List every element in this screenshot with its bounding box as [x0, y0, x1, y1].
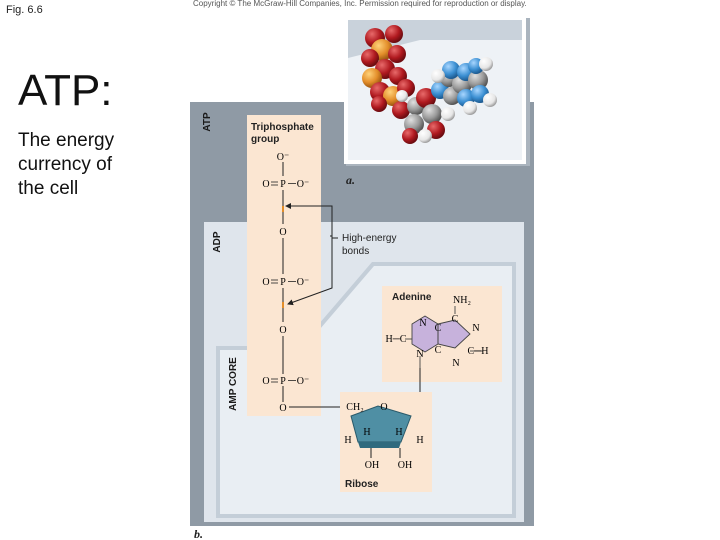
triphosphate-subtitle: group — [251, 134, 279, 145]
ribose-ring-edge — [358, 442, 401, 448]
ch-group-label: H─C — [386, 334, 407, 345]
nitrogen-atom — [442, 61, 460, 79]
phosphorus-label: P — [280, 376, 286, 387]
carbon-label: C — [452, 314, 459, 325]
oxygen-label: O — [262, 277, 269, 288]
adenine-title: Adenine — [392, 292, 432, 303]
ch2-label: CH₂ — [346, 402, 363, 413]
slide-description: The energy currency of the cell — [18, 130, 115, 199]
oxygen-atom — [371, 96, 387, 112]
oxygen-label: O⁻ — [297, 376, 310, 387]
hydroxyl-label: OH — [398, 460, 412, 471]
hydrogen-label: H — [416, 435, 423, 446]
phosphorus-label: P — [280, 277, 286, 288]
amino-group-label: NH₂ — [453, 295, 471, 306]
oxygen-atom — [385, 25, 403, 43]
hydrogen-atom — [479, 57, 493, 71]
hydrogen-atom — [463, 101, 477, 115]
triphosphate-title: Triphosphate — [251, 122, 314, 133]
nitrogen-label: N — [452, 358, 459, 369]
oxygen-atom — [388, 45, 406, 63]
oxygen-label: O⁻ — [277, 152, 290, 163]
high-energy-bonds-callout: High-energy bonds — [285, 203, 396, 306]
nitrogen-label: N — [419, 318, 426, 329]
carbon-label: C — [435, 323, 442, 334]
hydrogen-atom — [431, 69, 445, 83]
adenine-group: Adenine NH₂ C N C N H─C C C─H N N — [382, 286, 502, 382]
ribose-ring — [350, 405, 412, 443]
high-energy-bonds-label: High-energy — [342, 233, 396, 244]
callout-arrow — [285, 203, 333, 237]
ribose-title: Ribose — [345, 479, 379, 490]
triphosphate-box — [247, 115, 321, 416]
hydroxyl-label: OH — [365, 460, 379, 471]
panel-a-label: a. — [346, 173, 355, 187]
phosphorus-label: P — [280, 179, 286, 190]
adp-region-label: ADP — [212, 231, 223, 252]
ribose-group: CH₂ O H H H H OH OH Ribose — [340, 392, 432, 492]
oxygen-atom — [392, 101, 410, 119]
space-filling-model — [344, 16, 530, 166]
panel-b-label: b. — [194, 527, 203, 540]
oxygen-label: O — [262, 179, 269, 190]
nitrogen-label: N — [472, 323, 479, 334]
ring-oxygen-label: O — [380, 402, 387, 413]
hydrogen-label: H — [395, 427, 402, 438]
oxygen-atom — [416, 88, 436, 108]
carbon-atom — [422, 104, 442, 124]
oxygen-atom — [361, 49, 379, 67]
pyrimidine-ring — [412, 316, 438, 352]
bridging-oxygen-label: O — [279, 227, 286, 238]
carbon-atom — [468, 70, 488, 90]
amp-core-region-label: AMP CORE — [228, 357, 239, 411]
oxygen-label: O — [262, 376, 269, 387]
slide-title: ATP: — [18, 66, 113, 115]
oxygen-atom — [402, 128, 418, 144]
high-energy-bonds-label-2: bonds — [342, 246, 369, 257]
oxygen-label: O⁻ — [297, 277, 310, 288]
hydrogen-label: H — [363, 427, 370, 438]
hydrogen-atom — [396, 90, 408, 102]
oxygen-label: O⁻ — [297, 179, 310, 190]
hydrogen-atom — [483, 93, 497, 107]
nitrogen-label: N — [416, 349, 423, 360]
callout-arrow — [287, 236, 333, 306]
bridging-oxygen-label: O — [279, 325, 286, 336]
ester-oxygen-label: O — [279, 403, 286, 414]
hydrogen-label: H — [344, 435, 351, 446]
triphosphate-group: Triphosphate group O⁻ O P O⁻ O O P O⁻ O … — [247, 115, 343, 416]
hydrogen-atom — [418, 129, 432, 143]
figure-label: Fig. 6.6 — [6, 4, 43, 16]
carbon-label: C — [435, 345, 442, 356]
copyright-notice: Copyright © The McGraw-Hill Companies, I… — [193, 0, 527, 8]
atp-region-label: ATP — [202, 112, 213, 132]
hydrogen-atom — [441, 107, 455, 121]
ch-group-label: C─H — [468, 346, 489, 357]
